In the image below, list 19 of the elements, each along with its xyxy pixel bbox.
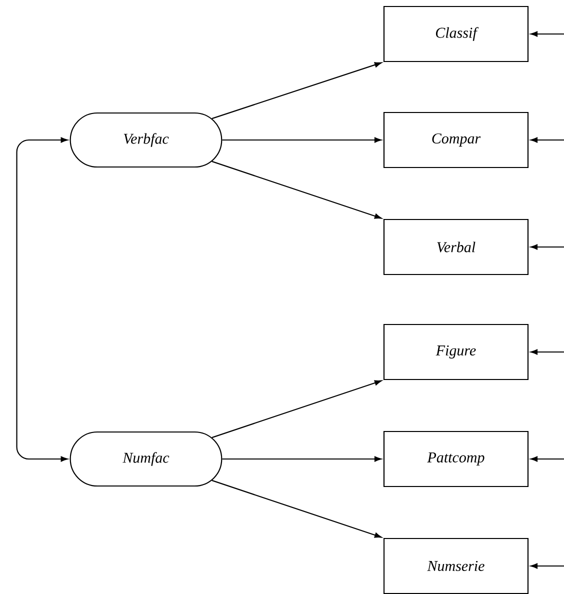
loading-arrow [212,160,382,219]
covariance-arrow [16,137,68,462]
variable-box: Compar [383,112,529,168]
error-arrow [530,31,564,37]
loading-arrow [212,62,382,120]
loading-arrow [212,380,382,438]
loading-arrow [222,137,382,143]
loading-arrow [222,456,382,462]
variable-box: Verbal [383,218,529,276]
variable-box: Figure [383,324,529,380]
error-arrow [530,563,564,569]
error-arrow [530,456,564,462]
variable-box: Numserie [383,538,529,594]
loading-arrow [212,480,382,538]
error-arrow [530,137,564,143]
variable-box: Pattcomp [383,430,529,488]
error-arrow [530,244,564,250]
variable-box: Classif [383,6,529,62]
error-arrow [530,349,564,355]
